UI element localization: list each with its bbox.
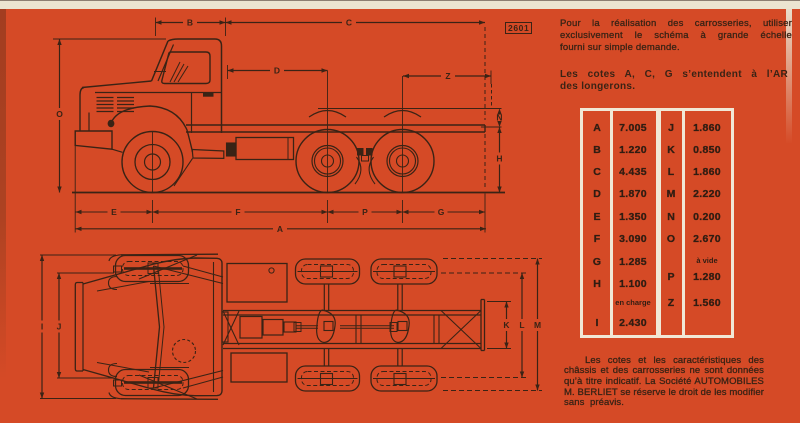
svg-text:Z: Z: [445, 71, 450, 81]
svg-text:K: K: [503, 320, 510, 330]
svg-text:I: I: [41, 322, 43, 332]
svg-text:C: C: [346, 18, 352, 28]
svg-text:G: G: [438, 207, 445, 217]
svg-text:P: P: [362, 207, 368, 217]
svg-text:H: H: [496, 154, 502, 164]
svg-text:O: O: [56, 109, 63, 119]
svg-text:F: F: [235, 207, 240, 217]
svg-text:D: D: [274, 66, 280, 76]
svg-text:L: L: [519, 320, 524, 330]
svg-text:B: B: [187, 18, 193, 28]
svg-text:J: J: [57, 322, 62, 332]
svg-text:M: M: [534, 320, 541, 330]
svg-text:E: E: [111, 207, 117, 217]
svg-text:A: A: [277, 224, 283, 234]
svg-text:N: N: [496, 113, 502, 123]
